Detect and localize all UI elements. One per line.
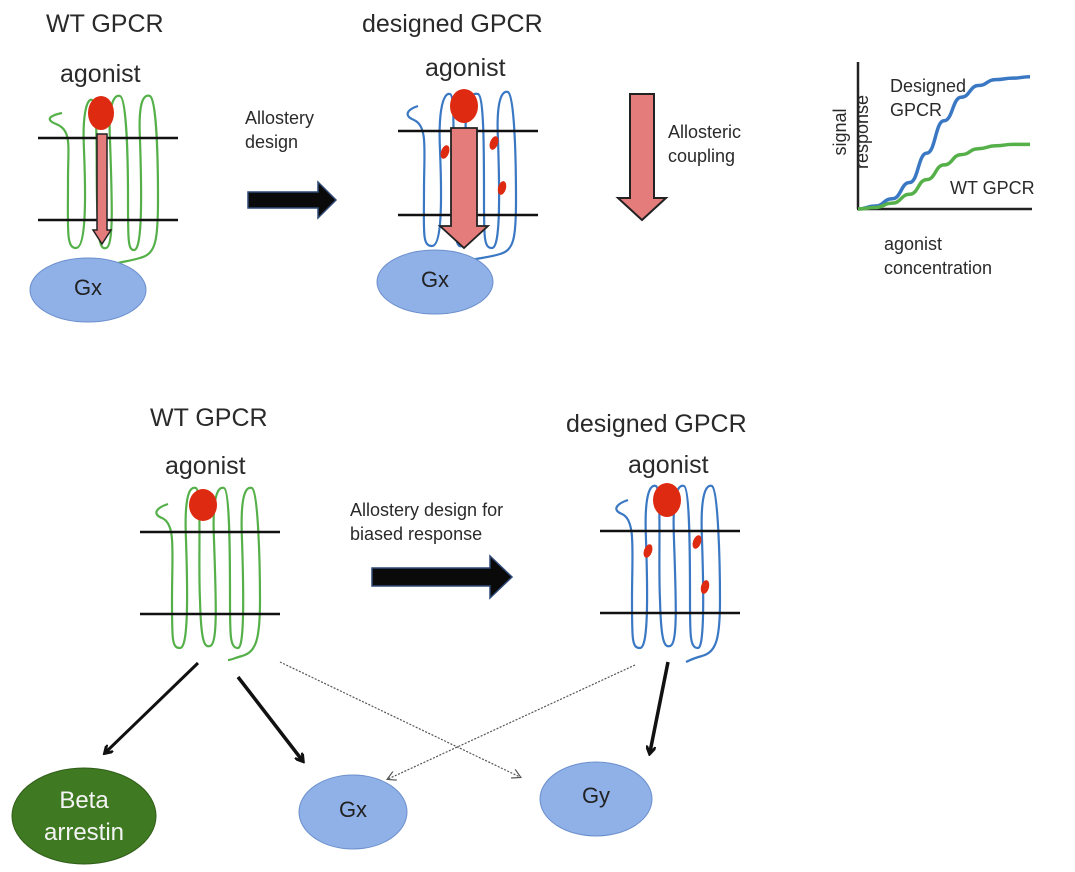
arrow-designed-to-gy (650, 661, 670, 752)
allosteric-coupling-label-1: Allosteric (668, 122, 742, 142)
mutation-dot (692, 535, 702, 549)
biased-design-label-1: Allostery design for (350, 500, 504, 520)
allostery-design-label-1: Allostery (245, 108, 315, 128)
series-label-designed-1: Designed (890, 76, 967, 96)
bottom-wt-title: WT GPCR (150, 404, 268, 432)
mutation-dot (440, 145, 450, 159)
gx-node-label: Gx (338, 797, 368, 822)
beta-arrestin-node (11, 767, 157, 865)
arrow-wt-to-gx (236, 675, 302, 760)
agonist-ball (653, 483, 681, 517)
bottom-wt-gpcr (140, 486, 280, 662)
top-wt-title: WT GPCR (46, 10, 164, 38)
bottom-designed-agonist-label: agonist (628, 451, 709, 479)
arrow-wt-to-beta-arrestin (106, 661, 200, 752)
mutation-dot (700, 580, 710, 594)
coupling-arrow-thin (91, 133, 113, 246)
top-designed-gpcr (376, 89, 538, 315)
coupling-arrow-thick (437, 127, 491, 250)
gy-node-label: Gy (581, 783, 611, 808)
y-axis-label-1: signal (830, 108, 850, 156)
series-label-wt: WT GPCR (950, 178, 1035, 198)
series-label-designed-2: GPCR (890, 100, 943, 120)
allosteric-coupling-arrow (615, 93, 669, 222)
x-axis-label-1: agonist (884, 234, 943, 254)
bottom-designed-title: designed GPCR (566, 410, 747, 438)
gx-effector (29, 257, 147, 323)
agonist-ball (450, 89, 478, 123)
y-axis-label-2: response (852, 94, 872, 170)
mutation-dot (497, 181, 507, 195)
designed-helix-bundle (615, 484, 722, 663)
mutation-dot (643, 544, 653, 558)
gx-node (298, 774, 408, 850)
dose-response-chart (856, 62, 1032, 211)
x-axis-label-2: concentration (884, 258, 993, 278)
biased-design-arrow (371, 554, 514, 600)
top-wt-agonist-label: agonist (60, 60, 141, 88)
top-designed-agonist-label: agonist (425, 54, 506, 82)
beta-arrestin-label-1: Beta (59, 787, 109, 814)
beta-arrestin-label-2: arrestin (43, 819, 125, 846)
top-wt-gpcr (29, 94, 178, 323)
agonist-ball (88, 96, 114, 130)
allostery-design-arrow (247, 180, 338, 220)
dotted-arrow-wt-to-gy (279, 661, 520, 777)
gx-effector (376, 249, 494, 315)
top-wt-gx-label: Gx (73, 275, 103, 300)
top-designed-gx-label: Gx (420, 267, 450, 292)
top-designed-title: designed GPCR (362, 10, 543, 38)
mutation-dot (489, 136, 499, 150)
bottom-wt-agonist-label: agonist (165, 452, 246, 480)
wt-helix-bundle (48, 94, 160, 267)
designed-gpcr-curve (857, 74, 1031, 211)
allostery-design-label-2: design (245, 132, 299, 152)
gy-node (539, 761, 653, 837)
bottom-designed-gpcr (600, 483, 740, 663)
wt-helix-bundle (155, 486, 262, 662)
biased-design-label-2: biased response (350, 524, 483, 544)
allosteric-coupling-label-2: coupling (668, 146, 736, 166)
wt-gpcr-curve (857, 142, 1030, 211)
agonist-ball (189, 489, 217, 521)
